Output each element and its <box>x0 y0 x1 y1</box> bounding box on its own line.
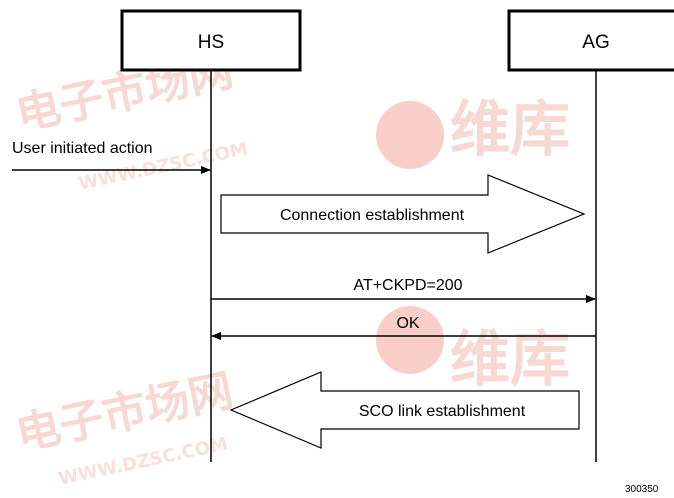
ok-label: OK <box>396 315 419 332</box>
connection-label: Connection establishment <box>280 207 465 224</box>
sco-block-arrow <box>229 371 580 449</box>
ag-entity-label: AG <box>582 32 609 53</box>
sco-label: SCO link establishment <box>359 403 526 420</box>
at-command-label: AT+CKPD=200 <box>353 277 462 294</box>
figure-id: 300350 <box>625 484 659 495</box>
watermark-logo-icon <box>376 306 444 374</box>
connection-block-arrow <box>220 174 586 254</box>
user-action-label: User initiated action <box>12 140 153 157</box>
watermark-logo-text: 维库 <box>450 95 570 165</box>
hs-entity-box <box>120 9 302 72</box>
watermark-logo-icon <box>376 101 444 169</box>
hs-entity-label: HS <box>198 32 224 53</box>
